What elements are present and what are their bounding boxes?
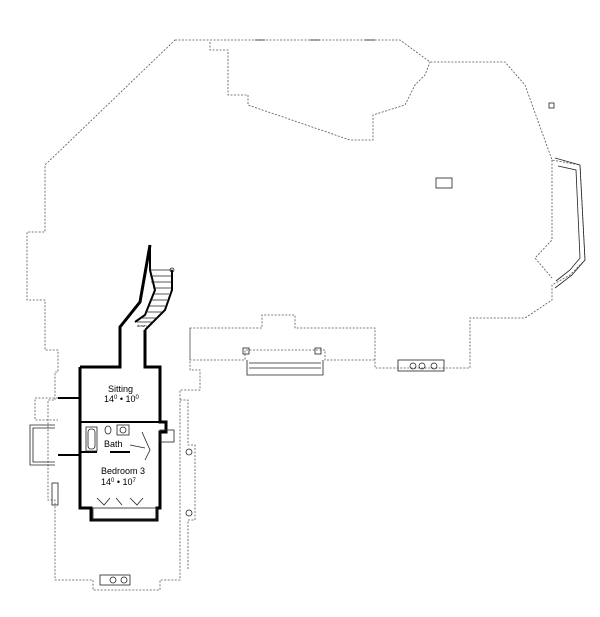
left-window (51, 482, 59, 506)
room-label-bedroom-3: Bedroom 3 (101, 466, 145, 476)
left-bump (34, 397, 58, 421)
room-label-bath: Bath (104, 439, 123, 449)
left-bay (29, 424, 55, 466)
room-dims-bedroom-3: 140 • 107 (101, 477, 137, 487)
sink-icon (116, 424, 130, 436)
chimney (435, 177, 453, 189)
chimney-side (159, 429, 175, 443)
upper-wall-inner (58, 397, 160, 456)
bay-window (554, 157, 586, 289)
bathtub-icon (85, 426, 98, 452)
vent (548, 102, 555, 109)
upper-floor-walls (78, 244, 168, 522)
stair-note: down (137, 323, 147, 328)
bay-window-inner (534, 160, 553, 279)
porch-columns-bottom (99, 574, 131, 586)
room-label-sitting: Sitting (108, 384, 133, 394)
porch-columns-right (397, 359, 445, 372)
porch-outline (189, 328, 375, 361)
column (242, 347, 250, 355)
balcony-rail (92, 507, 158, 521)
closet-doors (96, 497, 144, 506)
room-dims-sitting: 140 • 100 (104, 394, 140, 404)
toilet-icon (104, 425, 112, 435)
door-swing (129, 431, 151, 461)
rear-projection (209, 42, 431, 141)
front-steps (246, 360, 324, 376)
staircase: down (134, 245, 175, 331)
column (314, 347, 322, 355)
main-floor-outline (26, 39, 586, 591)
porch-columns-left (180, 399, 196, 570)
